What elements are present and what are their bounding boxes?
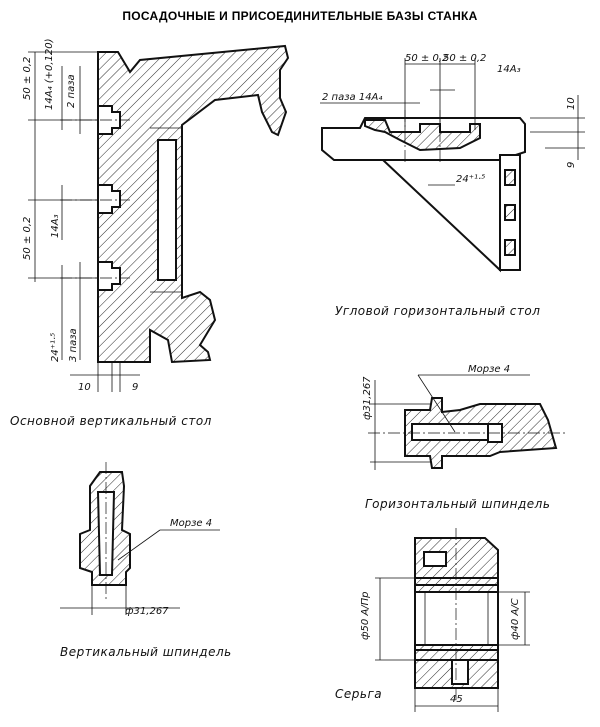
vertical-table-slot-3 [97,261,121,291]
at-10-label: 10 [566,97,577,110]
er-d50-label: ф50 А/Пр [360,591,371,640]
vt-2slots-label: 2 паза [66,74,77,108]
vt-3slots-label: 3 паза [68,328,79,362]
earring-ring-top [414,577,499,593]
at-24-label: 24⁺¹·⁵ [456,174,485,185]
horizontal-spindle-drawing [368,374,565,470]
vs-dia-label: ф31,267 [125,606,169,617]
page-title: ПОСАДОЧНЫЕ И ПРИСОЕДИНИТЕЛЬНЫЕ БАЗЫ СТАН… [122,9,477,23]
earring-ring [414,584,499,651]
at-14a3-label: 14A₃ [497,64,521,75]
earring-drawing [375,528,530,712]
at-2slots-label: 2 паза 14A₄ [322,92,382,103]
caption-earring: Серьга [335,687,382,701]
earring-top-slot [423,551,447,567]
vs-morse-label: Морзе 4 [170,518,212,529]
caption-horizontal-spindle: Горизонтальный шпиндель [365,497,550,511]
caption-angle-table: Угловой горизонтальный стол [335,304,540,318]
caption-vertical-table: Основной вертикальный стол [10,414,212,428]
vertical-table-slot-2 [97,184,121,214]
caption-vertical-spindle: Вертикальный шпиндель [60,645,232,659]
er-d40-label: ф40 А/С [510,598,521,640]
vt-50b-label: 50 ± 0,2 [22,217,33,260]
hs-dia-label: ф31,267 [362,376,373,420]
angle-table-drawing [320,58,585,273]
vertical-spindle-drawing [60,462,220,615]
hs-morse-label: Морзе 4 [468,364,510,375]
vt-fit-label: 14A₄ (+0,120) [44,38,55,110]
at-9-label: 9 [566,162,577,168]
vertical-table-body [97,44,290,364]
vt-9-label: 9 [132,382,138,393]
vt-10-label: 10 [78,382,91,393]
at-50b-label: 50 ± 0,2 [443,53,486,64]
er-45-label: 45 [450,694,463,705]
vt-14a3-label: 14A₃ [50,214,61,238]
vt-24-label: 24⁺¹·⁵ [50,333,61,362]
vt-50a-label: 50 ± 0,2 [22,57,33,100]
earring-top [414,537,499,579]
vertical-table-window [157,139,177,281]
vertical-table-drawing [28,44,290,392]
horizontal-spindle-bore [411,423,489,441]
at-50a-label: 50 ± 0,2 [405,53,448,64]
earring-ring-bottom [414,644,499,661]
